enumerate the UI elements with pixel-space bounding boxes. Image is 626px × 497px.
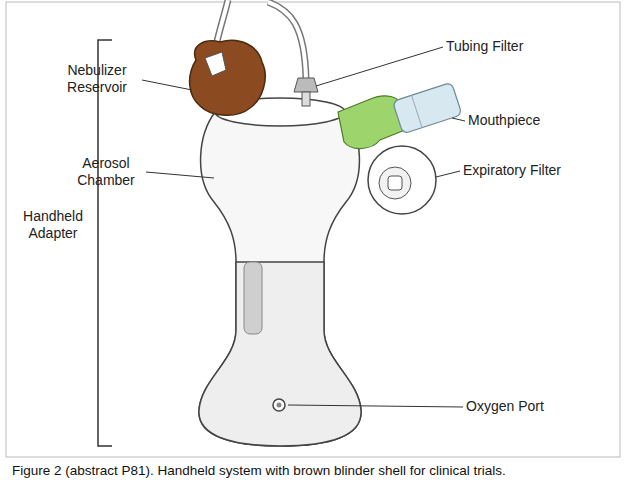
expiratory-filter xyxy=(368,146,436,214)
tube xyxy=(268,2,306,80)
reservoir-clip xyxy=(205,52,226,76)
grip-panel xyxy=(244,262,262,334)
leader-line xyxy=(452,118,465,121)
tubing-filter-stem xyxy=(302,92,310,106)
part-label: Mouthpiece xyxy=(468,112,568,129)
oxygen-port xyxy=(273,399,285,411)
part-label: Oxygen Port xyxy=(466,398,576,415)
part-label: Aerosol Chamber xyxy=(68,155,144,189)
bracket xyxy=(98,40,112,446)
mouthpiece xyxy=(393,82,462,133)
mouthpiece-seam xyxy=(412,95,423,127)
figure-caption: Figure 2 (abstract P81). Handheld system… xyxy=(12,462,614,479)
tubing-filter xyxy=(294,78,318,92)
part-label: Tubing Filter xyxy=(446,38,556,55)
bracket-label: Handheld Adapter xyxy=(14,208,92,242)
filter-hub xyxy=(379,167,411,199)
part-label: Expiratory Filter xyxy=(463,162,603,179)
leader-line xyxy=(142,80,192,90)
figure-frame xyxy=(6,2,620,457)
filter-nozzle xyxy=(388,176,402,190)
part-label: Nebulizer Reservoir xyxy=(52,62,142,96)
leader-line xyxy=(316,47,443,86)
leader-line xyxy=(436,171,460,177)
leader-line xyxy=(146,172,214,178)
nebulizer-reservoir xyxy=(190,40,266,115)
handheld-adapter-body xyxy=(199,112,361,446)
leader-line xyxy=(288,405,463,407)
oxygen-port-hole xyxy=(277,403,282,408)
handle xyxy=(199,262,361,446)
tube-outline xyxy=(268,2,306,80)
